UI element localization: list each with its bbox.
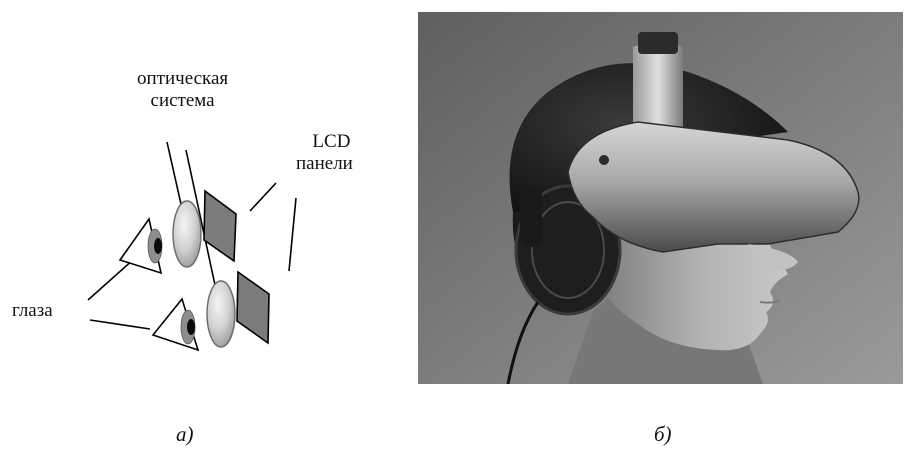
nose [748,244,798,271]
optics-label-line2: система [150,90,215,111]
lens-upper [172,200,202,268]
lcd-leader-line-lower [288,197,297,272]
eyes-leader-line-upper [87,258,135,301]
visor-button [599,155,609,165]
eye-lower [151,297,200,352]
optics-label-line1: оптическая [137,68,229,89]
headphone-cup-rim [531,201,605,299]
eyes-leader-line-lower [89,319,151,330]
lcd-leader-line-upper [249,182,277,212]
lcd-panel-upper [203,189,237,263]
optics-leader-line-upper [166,141,184,214]
strap-adjuster-knob [638,32,678,54]
caption-a: а) [176,422,194,446]
headset-side-arm [520,187,542,247]
optics-leader-line-lower [185,149,219,300]
hmd-optics-diagram [87,141,297,352]
caption-b: б) [654,422,672,446]
lcd-label-line1: LCD [312,131,351,152]
lcd-label: LCD панели [296,131,353,175]
lcd-panel-lower [236,270,270,345]
optics-label: оптическая система [137,68,228,112]
hmd-photo [418,12,903,384]
headphone-cable [506,301,540,384]
lips [759,299,781,304]
visor [567,121,860,253]
lens-lower [206,280,236,348]
eye-upper [118,217,163,275]
lcd-label-line2: панели [296,153,353,174]
eyes-label: глаза [12,300,53,321]
